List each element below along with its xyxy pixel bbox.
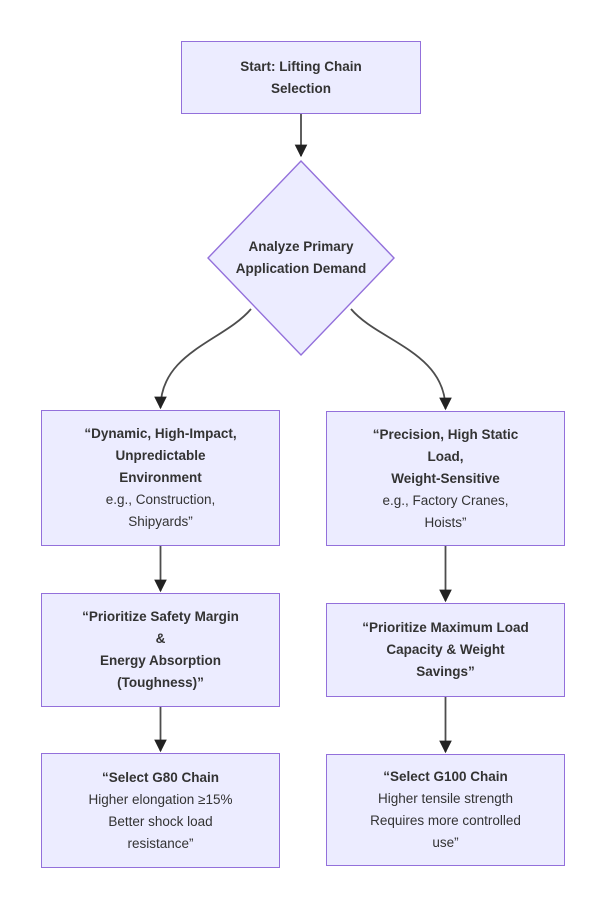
label-line: Energy Absorption [99, 653, 221, 668]
label-line: Unpredictable [115, 448, 206, 463]
label-line: Higher elongation ≥15% [88, 791, 233, 807]
label-line: e.g., Construction, [105, 492, 216, 507]
label-line: “Precision, High Static [372, 426, 519, 442]
node-dynamic-environment-label-examples: e.g., Construction, Shipyards” [106, 489, 216, 533]
label-line: Analyze Primary [248, 239, 354, 254]
label-line: Start: Lifting Chain [240, 58, 362, 74]
label-line: “Prioritize Safety Margin [82, 609, 239, 624]
decision-diamond-shape [207, 159, 395, 357]
edge-decision-to-right1 [350, 308, 452, 411]
label-line: Shipyards” [128, 514, 193, 529]
label-line: Better shock load [108, 813, 213, 829]
node-precision-static-load-label-examples: e.g., Factory Cranes, Hoists” [382, 490, 508, 534]
node-select-g100: “Select G100 Chain Higher tensile streng… [326, 754, 565, 866]
node-prioritize-safety-margin-label: “Prioritize Safety Margin & Energy Absorpt… [82, 606, 239, 694]
label-line: Application Demand [235, 261, 367, 276]
label-line: Capacity & Weight [386, 642, 505, 657]
label-line: Weight-Sensitive [391, 470, 500, 486]
label-line: Load, [427, 448, 464, 464]
label-line: e.g., Factory Cranes, [382, 492, 509, 508]
label-line: (Toughness)” [117, 675, 204, 690]
node-select-g80-label-details: Higher elongation ≥15% Better shock load r… [88, 789, 232, 855]
label-line: “Select G80 Chain [101, 769, 220, 785]
label-line: Selection [270, 80, 332, 96]
label-line: Hoists” [424, 514, 467, 530]
label-line: “Prioritize Maximum Load [362, 620, 529, 635]
node-prioritize-safety-margin: “Prioritize Safety Margin & Energy Absorpt… [41, 593, 280, 707]
label-line: “Dynamic, High-Impact, [84, 426, 237, 441]
label-line: Higher tensile strength [377, 791, 514, 806]
label-line: resistance” [127, 835, 194, 851]
node-select-g100-label-title: “Select G100 Chain [383, 766, 508, 788]
label-line: Environment [119, 470, 202, 485]
edge-decision-to-left1 [154, 308, 252, 410]
label-line: & [155, 631, 166, 646]
node-select-g80-label-title: “Select G80 Chain [102, 767, 219, 789]
label-line: Savings” [416, 664, 475, 679]
label-line: use” [432, 835, 459, 850]
label-line: Requires more controlled [370, 813, 521, 828]
label-line: “Select G100 Chain [383, 769, 508, 784]
node-select-g80: “Select G80 Chain Higher elongation ≥15%… [41, 753, 280, 868]
